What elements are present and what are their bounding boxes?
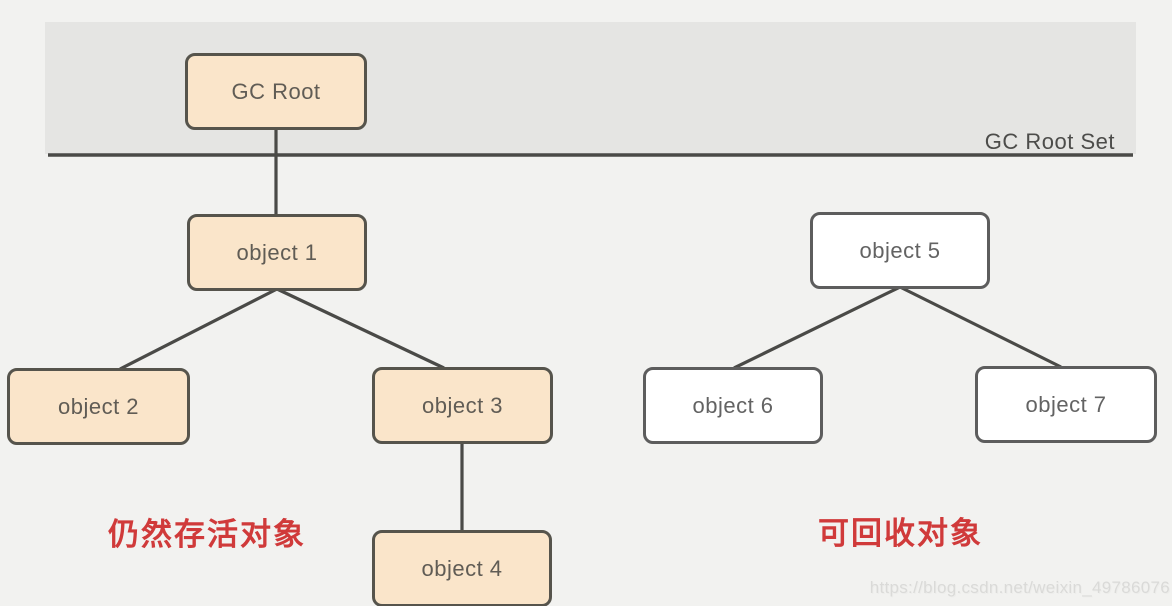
node-object-5-label: object 5 — [859, 237, 941, 263]
gc-root-set-label: GC Root Set — [984, 129, 1115, 154]
node-object-2: object 2 — [7, 368, 190, 445]
csdn-watermark: https://blog.csdn.net/weixin_49786076 — [869, 578, 1170, 597]
node-object-1: object 1 — [187, 214, 367, 291]
alive-objects-annotation: 仍然存活对象 — [108, 517, 306, 552]
node-gc-root: GC Root — [185, 53, 367, 130]
node-object-4: object 4 — [372, 530, 552, 606]
node-object-3-label: object 3 — [421, 392, 504, 418]
node-object-7: object 7 — [975, 366, 1157, 443]
node-object-3: object 3 — [372, 367, 553, 444]
node-object-5: object 5 — [810, 212, 990, 289]
node-object-6-label: object 6 — [692, 392, 774, 418]
node-object-4-label: object 4 — [421, 555, 503, 581]
node-object-2-label: object 2 — [57, 393, 140, 419]
edge-object5-object7 — [899, 285, 1062, 369]
node-object-7-label: object 7 — [1025, 391, 1107, 417]
node-gc-root-label: GC Root — [231, 78, 321, 104]
edge-object1-object3 — [276, 287, 445, 370]
collectible-objects-annotation: 可回收对象 — [818, 516, 983, 551]
edge-object5-object6 — [733, 285, 901, 370]
node-object-6: object 6 — [643, 367, 823, 444]
edge-object1-object2 — [119, 287, 278, 371]
node-object-1-label: object 1 — [236, 239, 318, 265]
